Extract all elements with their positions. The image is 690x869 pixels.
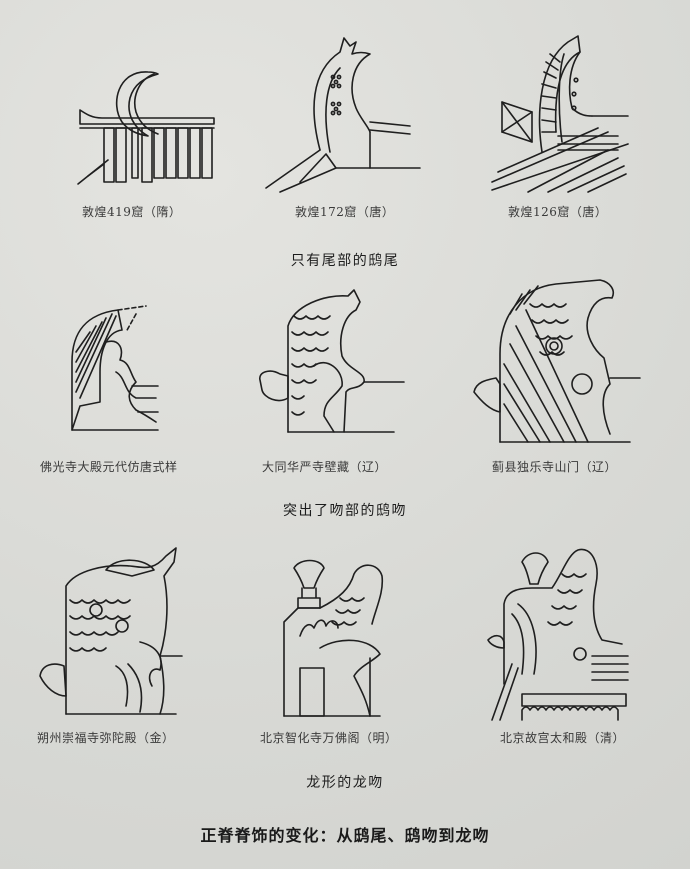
longwen-chongfu-icon: [36, 546, 186, 716]
figure-caption: 敦煌172窟（唐）: [295, 205, 395, 219]
chiwen-dule-icon: [470, 274, 641, 444]
longwen-zhihua-icon: [280, 558, 390, 718]
longwen-taihe-icon: [482, 544, 632, 721]
figure-caption: 北京智化寺万佛阁（明）: [260, 731, 398, 745]
chiwen-foguang-icon: [66, 302, 166, 432]
figure-caption: 朔州崇福寺弥陀殿（金）: [37, 731, 175, 745]
chiwei-tail-dotted-icon: [260, 32, 421, 193]
figure-caption: 佛光寺大殿元代仿唐式样: [40, 460, 178, 474]
figure-caption: 大同华严寺壁藏（辽）: [262, 460, 388, 474]
figure-caption: 蓟县独乐寺山门（辽）: [492, 460, 618, 474]
section-heading: 龙形的龙吻: [306, 775, 384, 791]
page-title: 正脊脊饰的变化：从鸱尾、鸱吻到龙吻: [200, 826, 490, 845]
chiwen-huayan-icon: [254, 286, 405, 436]
section-heading: 只有尾部的鸱尾: [290, 253, 400, 269]
figure-caption: 北京故宫太和殿（清）: [500, 731, 626, 745]
figure-caption: 敦煌126窟（唐）: [508, 205, 608, 219]
chiwei-tail-ribbed-icon: [488, 32, 629, 193]
chiwei-crescent-icon: [77, 64, 218, 185]
section-heading: 突出了吻部的鸱吻: [283, 503, 407, 519]
figure-caption: 敦煌419窟（隋）: [82, 205, 182, 219]
